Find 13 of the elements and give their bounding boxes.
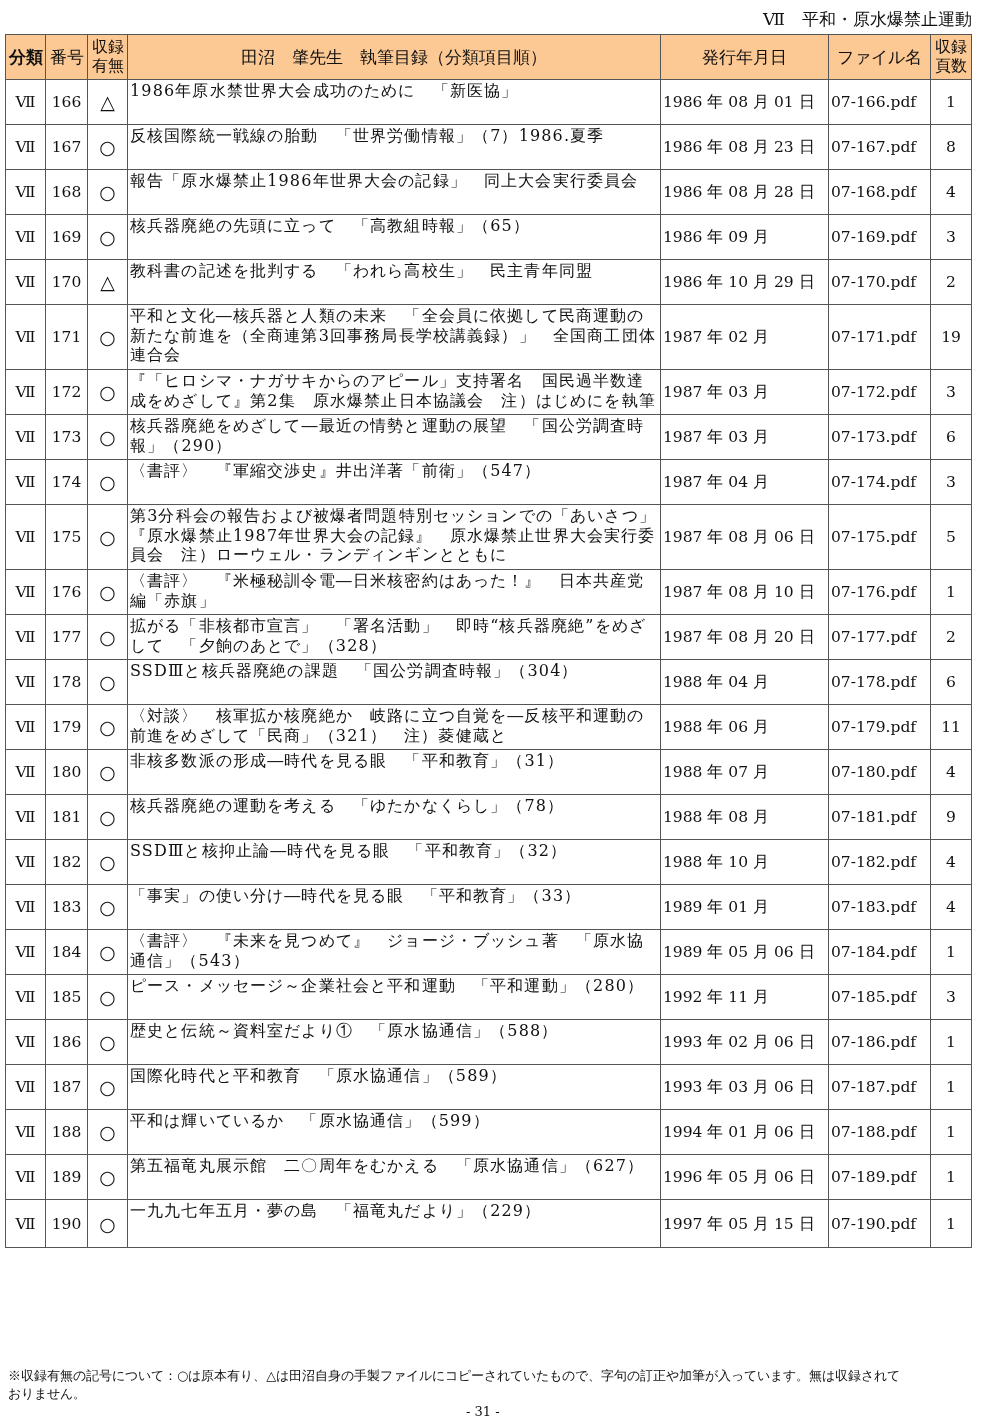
header-cell: 収録有無: [87, 34, 128, 80]
header-cell: 収録頁数: [930, 34, 972, 80]
header-cell: 分類: [5, 34, 46, 80]
header-cell: 番号: [45, 34, 88, 80]
header-cell: 発行年月日: [660, 34, 829, 80]
footnote: ※収録有無の記号について：○は原本有り、△は田沼自身の手製ファイルにコピーされていたもので、字句の訂正や加筆が入っています。無は収録されておりません。: [8, 1367, 902, 1403]
section-heading: Ⅶ 平和・原水爆禁止運動: [763, 8, 972, 31]
header-cell: 田沼 肇先生 執筆目録（分類項目順）: [127, 34, 661, 80]
table-cell: 一九九七年五月・夢の島 「福竜丸だより」（229）: [127, 1199, 661, 1248]
table-cell: 1: [930, 1199, 972, 1248]
table-cell: Ⅶ: [5, 1199, 46, 1248]
page-number: - 31 -: [466, 1404, 500, 1419]
header-cell: ファイル名: [828, 34, 931, 80]
